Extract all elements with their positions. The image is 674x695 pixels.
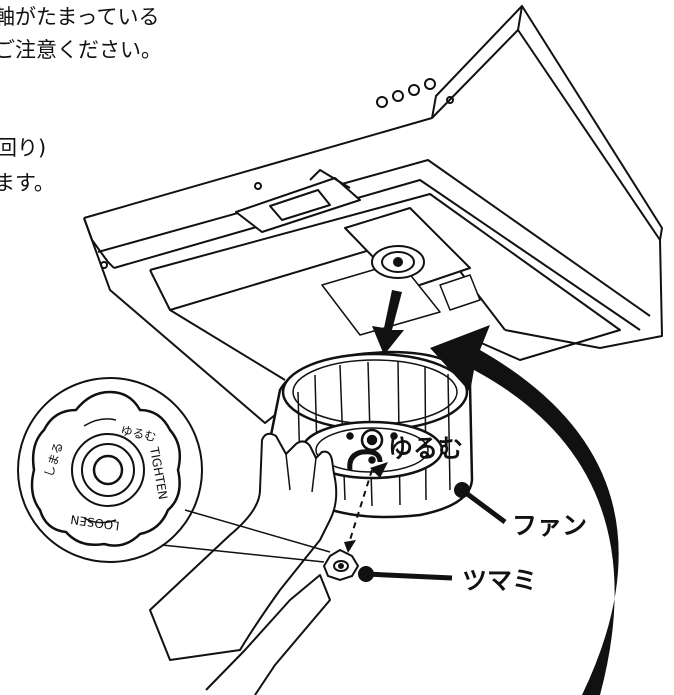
instruction-line-4: ます。 xyxy=(0,171,55,195)
knob-icon xyxy=(322,548,360,582)
fan-label: ファン xyxy=(512,511,587,540)
instruction-line-3: 回り) xyxy=(0,136,46,160)
guide-dashed-line xyxy=(349,469,373,541)
hood-illustration xyxy=(83,5,663,424)
knob-loosen-en: LOOSEN xyxy=(70,512,121,533)
instruction-line-2: ご注意ください。 xyxy=(0,38,162,62)
instruction-line-1: 軸がたまっている xyxy=(0,5,159,29)
loosen-label: ゆるむ xyxy=(388,434,463,463)
fan-label-group: ファン xyxy=(454,482,587,540)
hand-illustration xyxy=(149,432,338,695)
curved-arrow-icon xyxy=(430,325,619,695)
instruction-text: 軸がたまっている ご注意ください。 回り) ます。 xyxy=(0,5,162,195)
knob-detail-callout: ゆるむ しまる TIGHTEN LOOSEN xyxy=(17,377,331,563)
knob-label-group: ツマミ xyxy=(358,566,537,595)
rotation-arrow-icon xyxy=(347,449,388,478)
down-arrow-icon xyxy=(372,290,404,355)
guide-arrow-head xyxy=(344,540,356,553)
knob-label: ツマミ xyxy=(462,566,537,595)
